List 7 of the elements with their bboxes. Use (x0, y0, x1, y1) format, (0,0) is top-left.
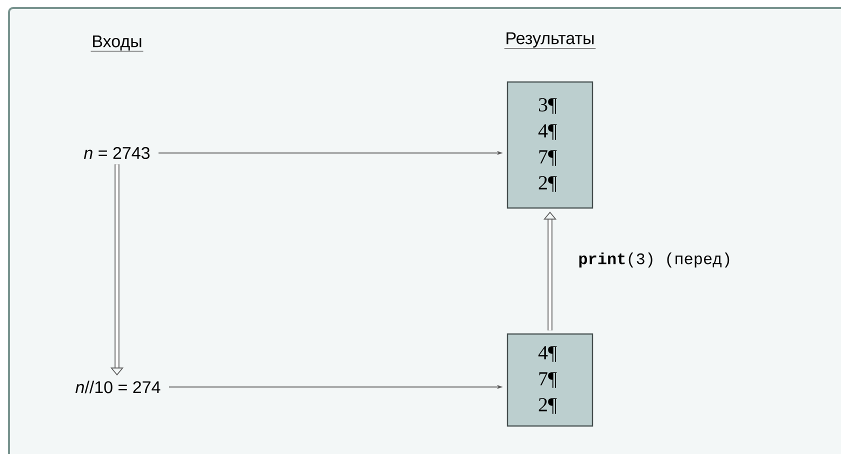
edge-label: print(3) (перед) (576, 250, 734, 270)
input-expression: n//10 = 274 (76, 380, 160, 394)
input-expression: n = 2743 (84, 146, 150, 160)
column-heading: Входы (90, 35, 144, 52)
output-box: 3¶ 4¶ 7¶ 2¶ (506, 81, 594, 209)
column-heading: Результаты (504, 32, 596, 49)
output-box: 4¶ 7¶ 2¶ (506, 333, 594, 427)
